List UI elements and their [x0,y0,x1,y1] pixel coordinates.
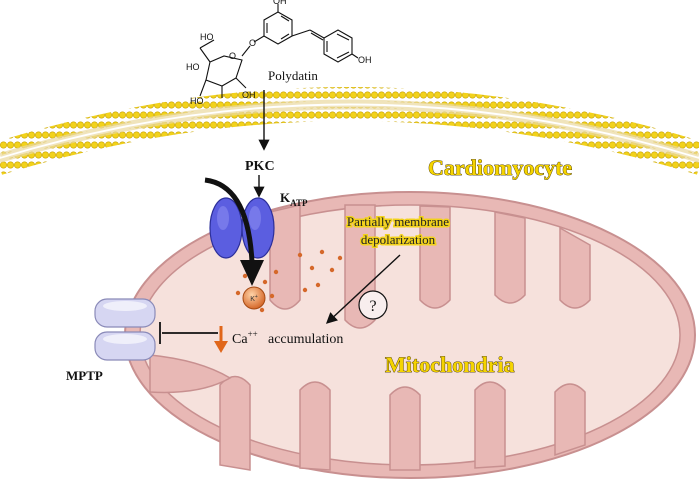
ca-label: Ca++ [232,329,258,347]
depolarization-arrow [325,254,401,324]
k-ion: K+ [242,286,266,310]
svg-text:OH: OH [242,90,256,100]
polydatin-label: Polydatin [268,68,318,83]
svg-text:OH: OH [358,55,372,65]
cell-membrane [0,87,699,175]
polydatin-atom-labels: OH OH HO HO HO OH O O [186,0,372,106]
ca-decrease-arrow [214,326,228,353]
svg-text:HO: HO [200,32,214,42]
depolarization-label-line2: depolarization [361,232,436,247]
svg-text:OH: OH [273,0,287,6]
katp-label: KATP [280,190,308,208]
mptp-label: MPTP [66,368,103,383]
mptp-pore [94,298,156,361]
cardiomyocyte-label: Cardiomyocyte [428,155,572,180]
pkc-label: PKC [245,159,275,174]
inhibition-line [159,322,218,344]
svg-text:HO: HO [190,96,204,106]
ion-dots [235,249,343,313]
depolarization-label-line1: Partially membrane [347,214,449,229]
k-ion-label: K+ [250,294,258,303]
k-influx-arrow [204,177,264,286]
polydatin-structure [199,4,359,98]
mitochondria-label: Mitochondria [385,352,515,377]
accumulation-label: accumulation [268,332,343,347]
mitochondrion [124,191,696,479]
svg-text:?: ? [369,298,376,315]
svg-text:HO: HO [186,62,200,72]
svg-text:O: O [249,38,256,48]
svg-text:O: O [229,51,236,61]
unknown-mechanism: ? [358,290,388,320]
